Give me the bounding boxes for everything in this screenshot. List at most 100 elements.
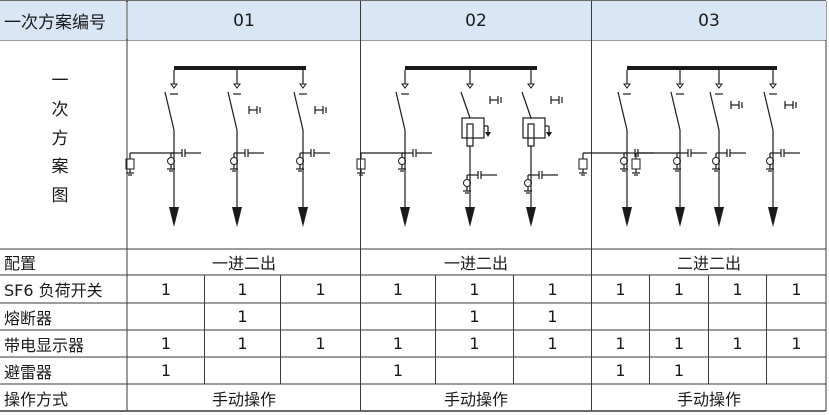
table-cell: 1 (237, 334, 248, 353)
diagram-label-char: 一 (51, 71, 69, 91)
table-cell: 1 (791, 279, 802, 299)
feeder-arrow (400, 207, 410, 227)
table-cell: 1 (392, 334, 404, 353)
feeder-arrow (169, 207, 179, 227)
feeder-arrow (526, 207, 536, 227)
lamp-icon (230, 157, 238, 165)
table-cell: 1 (315, 334, 326, 353)
contact-mark (623, 83, 631, 89)
arrester-icon (125, 158, 135, 170)
lamp-icon (524, 179, 532, 187)
table-cell: 1 (547, 279, 558, 299)
contact-mark (299, 83, 307, 89)
busbar (174, 66, 306, 70)
diagram-label-char: 案 (51, 157, 69, 178)
switch-blade-line (709, 91, 720, 131)
feeder-arrow (675, 207, 685, 227)
contact-mark (401, 83, 409, 89)
table-cell (128, 303, 204, 330)
contact-mark (170, 83, 178, 89)
lamp-icon (712, 157, 720, 165)
table-cell: 1 (615, 279, 626, 299)
row-label-config: 配置 (4, 254, 37, 273)
switch-blade-line (617, 91, 628, 131)
lamp-icon (296, 157, 304, 165)
table-cell: 1 (615, 334, 626, 353)
table-cell (281, 303, 360, 330)
switch-blade-line (670, 91, 681, 131)
lamp-icon (398, 157, 406, 165)
busbar (627, 66, 777, 70)
scheme-01-header: 01 (128, 1, 360, 40)
switch-blade-line (395, 91, 406, 131)
contact-mark (715, 83, 723, 89)
fuse-arrow (485, 132, 491, 137)
feeder-arrow (768, 207, 778, 227)
lamp-icon (167, 157, 175, 165)
table-cell (709, 303, 766, 330)
lamp-icon (766, 157, 774, 165)
table-cell: 1 (547, 334, 558, 353)
feeder-arrow (622, 207, 632, 227)
row-label-arrester: 避雷器 (4, 362, 53, 382)
contact-mark (527, 83, 535, 89)
config-cell: 一进二出 (211, 254, 276, 273)
contact-mark (676, 83, 684, 89)
fuse-icon (527, 123, 535, 147)
table-cell (205, 357, 280, 384)
table-cell: 1 (392, 279, 404, 299)
table-cell: 1 (732, 334, 743, 353)
table-cell (281, 357, 360, 384)
table-cell: 1 (547, 307, 558, 326)
table-cell: 1 (469, 279, 480, 299)
lamp-icon (463, 179, 471, 187)
arrester-icon (631, 158, 641, 170)
table-cell: 1 (160, 279, 172, 299)
feeder-arrow (465, 207, 475, 227)
operation-cell: 手动操作 (211, 389, 276, 409)
row-label-operation: 操作方式 (4, 389, 69, 409)
arrester-icon (578, 158, 588, 170)
diagram-label-char: 方 (51, 128, 69, 149)
table-cell: 1 (237, 279, 248, 299)
lamp-icon (620, 157, 628, 165)
table-cell (650, 303, 708, 330)
scheme-02-header: 02 (361, 1, 591, 40)
fuse-icon (466, 123, 474, 147)
diagram-row-label: 一 次 方 案 图 (40, 66, 80, 206)
diagram-label-char: 图 (51, 186, 69, 206)
table-cell (361, 303, 435, 330)
feeder-arrow (298, 207, 308, 227)
row-label-fuse: 熔断器 (4, 308, 53, 328)
table-cell: 1 (673, 279, 685, 299)
table-cell: 1 (791, 334, 802, 353)
contact-mark (466, 83, 474, 89)
table-cell: 1 (615, 361, 626, 380)
operation-cell: 手动操作 (443, 389, 508, 409)
table-cell (709, 357, 766, 384)
contact-mark (769, 83, 777, 89)
table-cell: 1 (160, 361, 172, 380)
lamp-icon (673, 157, 681, 165)
table-cell: 1 (673, 334, 685, 353)
table-cell (436, 357, 513, 384)
table-cell (592, 303, 649, 330)
table-cell: 1 (315, 279, 326, 299)
table-cell: 1 (392, 361, 404, 380)
scheme-03-header: 03 (592, 1, 826, 40)
table-cell: 1 (469, 307, 480, 326)
table-cell (514, 357, 591, 384)
table-cell: 1 (732, 279, 743, 299)
switch-blade-line (164, 91, 175, 131)
busbar (405, 66, 537, 70)
config-cell: 一进二出 (443, 254, 508, 273)
arrester-icon (356, 158, 366, 170)
table-cell (767, 303, 826, 330)
table-cell (767, 357, 826, 384)
switch-blade-line (227, 91, 238, 131)
switch-blade-line (460, 91, 471, 119)
table-cell: 1 (469, 334, 480, 353)
table-cell: 1 (237, 307, 248, 326)
operation-cell: 手动操作 (676, 389, 741, 409)
